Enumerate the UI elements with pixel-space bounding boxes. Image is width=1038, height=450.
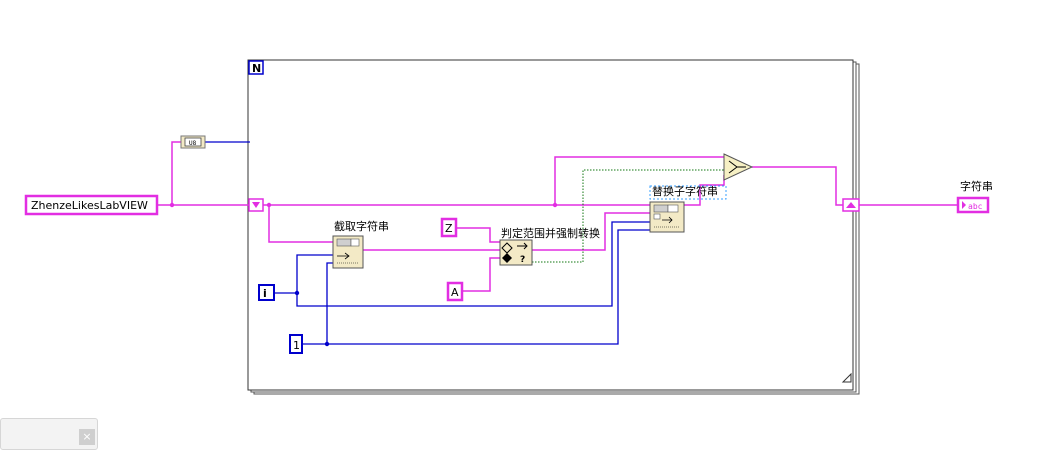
wire-to-select-top [554,156,724,205]
loop-index-label: i [263,287,267,300]
numeric-wires[interactable] [205,141,650,345]
string-junctions [169,202,558,208]
u8-type-label: U8 [189,140,197,147]
output-indicator-label: 字符串 [960,179,993,193]
wire-const-lower [462,257,500,292]
loop-count-terminal[interactable]: N [248,60,264,75]
replace-substring-function[interactable]: 替换子字符串 [649,184,727,233]
wire-length-to-replace [302,229,650,345]
upper-limit-text: Z [445,222,453,235]
replace-substring-label: 替换子字符串 [652,184,718,198]
wire-to-substring [268,205,333,243]
for-loop[interactable] [247,59,860,395]
svg-text:?: ? [520,255,525,265]
length-constant-text: 1 [293,339,300,352]
wire-length-to-substring [326,262,333,344]
string-type-label: abc [968,202,983,211]
input-string-constant[interactable]: ZhenzeLikesLabVIEW [24,194,159,216]
wire-select-out [752,166,843,206]
loop-index-terminal[interactable]: i [258,284,275,301]
select-icon[interactable] [723,153,754,181]
wire-replace-out [684,175,725,206]
string-length-function[interactable]: U8 [180,135,206,149]
shift-register-right-icon[interactable] [842,198,860,212]
wire-const-upper [456,227,500,243]
lower-limit-text: A [451,286,459,299]
upper-limit-constant[interactable]: Z [440,217,458,238]
length-constant[interactable]: 1 [289,334,303,354]
wire-index-to-replace [296,221,650,307]
wire-coerced [532,212,650,251]
input-string-text: ZhenzeLikesLabVIEW [31,199,148,212]
output-string-indicator[interactable]: 字符串 abc [956,179,993,214]
substring-label: 截取字符串 [334,219,389,233]
loop-count-label: N [252,62,261,75]
wire-to-strlen [171,141,181,205]
string-wires[interactable] [157,141,958,292]
close-icon[interactable]: × [79,429,95,445]
lower-limit-constant[interactable]: A [446,281,464,302]
numeric-junctions [294,290,330,347]
wire-index-to-substring [274,254,333,294]
loop-resize-handle [841,372,852,383]
floating-panel[interactable]: × [0,418,98,450]
substring-function[interactable]: 截取字符串 [332,219,389,269]
selection-marquee [649,185,727,200]
shift-register-left-icon[interactable] [248,198,264,212]
range-coerce-function[interactable]: 判定范围并强制转换 ? [499,226,600,266]
range-coerce-label: 判定范围并强制转换 [501,226,600,240]
